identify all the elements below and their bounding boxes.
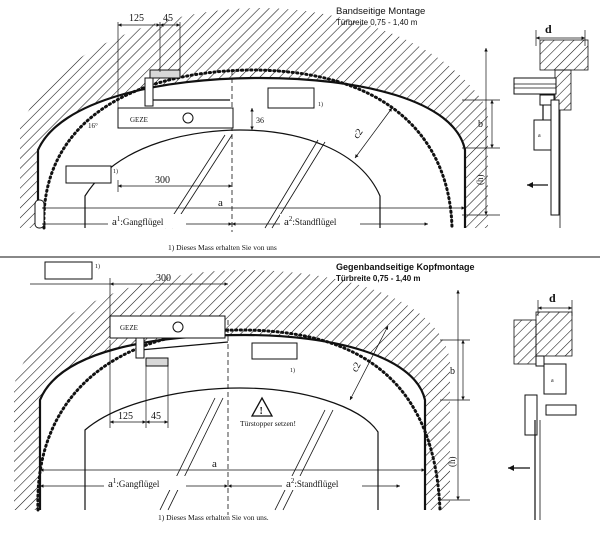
bottom-dim-c2-label: c2 bbox=[350, 361, 364, 375]
top-footnote: 1) Dieses Mass erhalten Sie von uns bbox=[168, 243, 277, 252]
top-side-section: d a bbox=[513, 22, 589, 228]
top-inner-arch bbox=[84, 129, 381, 228]
bottom-dim-b-label: b bbox=[450, 366, 455, 377]
top-side-device-mark: a bbox=[538, 133, 541, 139]
top-dotted-arch bbox=[42, 68, 454, 230]
top-dim-a1-label: a1:Gangflügel bbox=[112, 215, 164, 228]
bottom-dim-45-label: 45 bbox=[151, 411, 161, 422]
bottom-device-text: GEZE bbox=[120, 324, 138, 332]
bottom-dim-a-label: a bbox=[212, 458, 217, 470]
bottom-dim-a1-label: a1:Gangflügel bbox=[108, 477, 160, 490]
bottom-warning: ! Türstopper setzen! bbox=[240, 396, 296, 428]
bottom-info-box-lower-note: 1) bbox=[290, 367, 295, 374]
bottom-footnote: 1) Dieses Mass erhalten Sie von uns. bbox=[158, 513, 269, 522]
top-outer-arch bbox=[36, 76, 467, 228]
top-info-box-upper bbox=[267, 87, 315, 109]
top-wall-hatch bbox=[20, 8, 488, 228]
svg-text:!: ! bbox=[260, 406, 263, 417]
bottom-dim-125-label: 125 bbox=[118, 411, 133, 422]
top-dim-45-label: 45 bbox=[163, 13, 173, 24]
top-dim-c2-label: c2 bbox=[351, 127, 365, 141]
top-diagram: GEZE 1) 1) 125 45 16° 36 300 c2 bbox=[20, 6, 500, 252]
bottom-dotted-arch bbox=[36, 328, 442, 512]
top-door-closer: GEZE bbox=[117, 69, 234, 129]
bottom-diagram: GEZE 1) 1) 300 125 45 ! Türstopper s bbox=[14, 261, 475, 522]
bottom-info-box-upper bbox=[44, 261, 93, 280]
top-dim-a2-label: a2:Standflügel bbox=[284, 215, 337, 228]
bottom-dim-300-label: 300 bbox=[156, 273, 171, 284]
top-subtitle: Türbreite 0,75 - 1,40 m bbox=[336, 18, 418, 27]
bottom-dim-125-45 bbox=[109, 340, 169, 428]
top-info-box-lower-note: 1) bbox=[113, 168, 118, 175]
top-device-text: GEZE bbox=[130, 116, 148, 124]
top-side-d-label: d bbox=[545, 22, 552, 36]
bottom-wall-hatch bbox=[14, 270, 450, 510]
top-dim-125-45 bbox=[117, 22, 181, 110]
bottom-dim-h-label: (h) bbox=[447, 457, 457, 468]
bottom-subtitle: Türbreite 0,75 - 1,40 m bbox=[336, 274, 420, 283]
bottom-outer-arch bbox=[38, 333, 427, 510]
bottom-warning-text: Türstopper setzen! bbox=[240, 419, 296, 428]
top-angle-label: 16° bbox=[88, 122, 98, 130]
bottom-door-closer: GEZE bbox=[109, 315, 229, 367]
top-dim-300-label: 300 bbox=[155, 175, 170, 186]
top-dim-125-label: 125 bbox=[129, 13, 144, 24]
bottom-glass-lines bbox=[159, 397, 334, 511]
bottom-info-box-lower bbox=[251, 342, 298, 360]
top-dim-b-label: b bbox=[478, 119, 483, 130]
bottom-title: Gegenbandseitige Kopfmontage bbox=[336, 262, 475, 272]
bottom-info-box-upper-note: 1) bbox=[95, 263, 100, 270]
bottom-dim-a2-label: a2:Standflügel bbox=[286, 477, 339, 490]
top-info-box-upper-note: 1) bbox=[318, 101, 323, 108]
bottom-side-section: d a bbox=[508, 291, 577, 520]
bottom-dim-c2-line bbox=[349, 325, 389, 401]
bottom-side-device-mark: a bbox=[551, 378, 554, 384]
warning-icon bbox=[250, 396, 274, 417]
top-glass-lines bbox=[164, 134, 326, 229]
bottom-side-d-label: d bbox=[549, 291, 556, 305]
top-dim-a-label: a bbox=[218, 197, 223, 209]
top-info-box-lower bbox=[65, 165, 112, 184]
bottom-inner-arch bbox=[84, 387, 379, 510]
top-dim-h-label: (h) bbox=[475, 175, 485, 186]
top-left-post bbox=[34, 199, 45, 229]
top-dim-36-label: 36 bbox=[256, 116, 264, 125]
top-dim-c2-line bbox=[354, 107, 393, 159]
top-title: Bandseitige Montage bbox=[336, 6, 425, 17]
